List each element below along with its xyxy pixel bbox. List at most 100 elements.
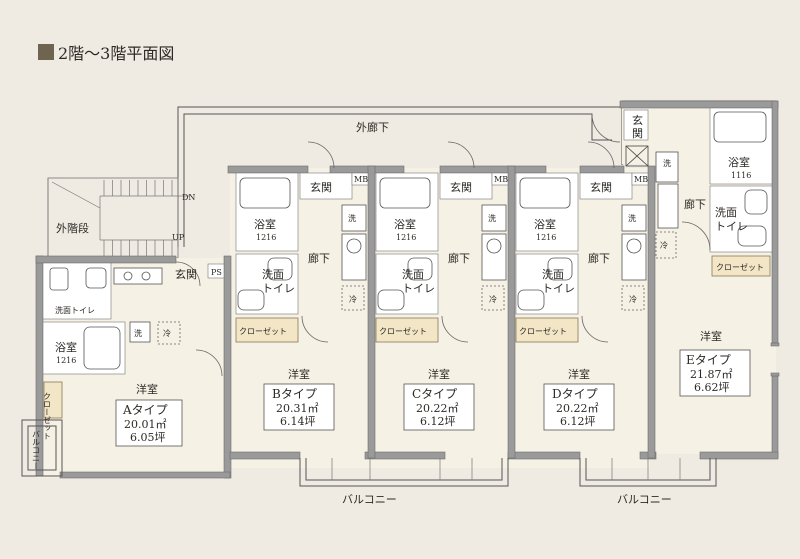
sink-a	[85, 267, 107, 289]
unit-a-ps: PS	[211, 268, 222, 277]
balcony-label-left: バルコニー	[342, 493, 397, 506]
unit-c-wash: 洗	[488, 213, 496, 223]
unit-c-area-tsubo: 6.12坪	[420, 415, 456, 428]
exterior-walls	[35, 100, 779, 479]
unit-b-hall: 廊下	[308, 251, 330, 265]
unit-a-entry: 玄関	[175, 267, 197, 281]
unit-e-area-tsubo: 6.62坪	[694, 381, 730, 394]
sink-e	[744, 189, 768, 215]
unit-a-info-box	[115, 399, 183, 447]
outer-stairs-label: 外階段	[56, 221, 89, 235]
bathtub-b	[239, 177, 291, 209]
unit-d-washroom-2: トイレ	[542, 282, 575, 295]
closet-a	[43, 381, 63, 419]
unit-c-hall: 廊下	[448, 251, 470, 265]
unit-e-info-box	[679, 349, 751, 397]
unit-a-bath-size: 1216	[56, 356, 76, 365]
unit-a-fridge: 冷	[163, 328, 171, 338]
balconies	[21, 419, 717, 487]
unit-b-closet: クローゼット	[239, 326, 287, 336]
unit-d-area-tsubo: 6.12坪	[560, 415, 596, 428]
unit-d-wash: 洗	[628, 213, 636, 223]
unit-e-entry-1: 玄	[632, 113, 643, 127]
unit-e-wash: 洗	[663, 158, 671, 168]
washer-a	[129, 321, 151, 343]
sink-d	[547, 257, 573, 281]
sink-c	[407, 257, 433, 281]
unit-e-room: 洋室	[700, 329, 722, 343]
unit-c-bath-size: 1216	[396, 233, 416, 242]
bathtub-c	[379, 177, 431, 209]
unit-b-washroom-2: トイレ	[262, 282, 295, 295]
unit-d-mb: MB	[634, 175, 648, 184]
unit-b-type: Bタイプ	[272, 387, 317, 401]
unit-b-area-tsubo: 6.14坪	[280, 415, 316, 428]
unit-e-washroom-1: 洗面	[715, 206, 737, 219]
unit-b-washroom-1: 洗面	[262, 268, 284, 281]
unit-e-type: Eタイプ	[686, 353, 731, 367]
unit-c-closet: クローゼット	[379, 326, 427, 336]
outer-stairs	[47, 177, 190, 262]
unit-b-entry: 玄関	[310, 180, 332, 194]
dn-label: DN	[182, 193, 195, 202]
title-square-icon	[38, 44, 54, 60]
unit-b: 浴室1216洗面トイレ玄関廊下洗冷クローゼット洋室Bタイプ20.31㎡6.14坪…	[235, 141, 369, 431]
unit-b-fridge: 冷	[349, 294, 357, 304]
unit-d-room: 洋室	[568, 367, 590, 381]
kitchen-b	[341, 204, 367, 232]
unit-a-wash: 洗	[134, 328, 142, 338]
unit-e-washroom-2: トイレ	[715, 220, 748, 233]
unit-d-bath-size: 1216	[536, 233, 556, 242]
up-label: UP	[172, 233, 185, 242]
unit-a-area-m2: 20.01㎡	[124, 418, 167, 431]
unit-c: 浴室1216洗面トイレ玄関廊下洗冷クローゼット洋室Cタイプ20.22㎡6.12坪…	[375, 141, 509, 431]
kitchen-c	[481, 204, 507, 232]
unit-e	[591, 107, 780, 397]
unit-e-fridge: 冷	[660, 240, 668, 250]
unit-e-entry-2: 関	[632, 127, 643, 140]
unit-b-bath: 浴室	[254, 217, 276, 231]
unit-e-closet: クローゼット	[716, 262, 764, 272]
unit-a-room: 洋室	[136, 382, 158, 396]
unit-d-fridge: 冷	[629, 294, 637, 304]
unit-e-bath: 浴室	[728, 155, 750, 169]
closet-d	[515, 317, 579, 343]
bathtub-e	[713, 111, 767, 143]
washer-e	[657, 183, 679, 229]
unit-c-washroom-2: トイレ	[402, 282, 435, 295]
unit-c-room: 洋室	[428, 367, 450, 381]
unit-c-entry: 玄関	[450, 180, 472, 194]
unit-d-washroom-1: 洗面	[542, 268, 564, 281]
bathtub-d	[519, 177, 571, 209]
unit-e-area-m2: 21.87㎡	[690, 368, 733, 381]
kitchen-d	[621, 204, 647, 232]
unit-e-hall: 廊下	[684, 197, 706, 211]
unit-d-entry: 玄関	[590, 180, 612, 194]
plan-title: 2階～3階平面図	[38, 40, 174, 64]
unit-d-info-box	[543, 383, 615, 431]
unit-c-fridge: 冷	[489, 294, 497, 304]
unit-d-hall: 廊下	[588, 251, 610, 265]
toilet-c	[377, 289, 405, 311]
unit-a-type: Aタイプ	[122, 403, 168, 417]
unit-a-washroom: 洗面トイレ	[55, 305, 95, 315]
sink-b	[267, 257, 293, 281]
unit-b-info-box	[263, 383, 335, 431]
balcony-label-a: バルコニー	[32, 430, 41, 470]
unit-b-bath-size: 1216	[256, 233, 276, 242]
unit-d-closet: クローゼット	[519, 326, 567, 336]
unit-e-bath-size: 1116	[731, 171, 751, 180]
unit-a-area-tsubo: 6.05坪	[130, 431, 166, 444]
unit-c-type: Cタイプ	[412, 387, 457, 401]
toilet-b	[237, 289, 265, 311]
toilet-e	[737, 225, 767, 247]
toilet-d	[517, 289, 545, 311]
unit-d-type: Dタイプ	[552, 387, 598, 401]
closet-c	[375, 317, 439, 343]
plan-title-text: 2階～3階平面図	[58, 44, 175, 63]
unit-d-bath: 浴室	[534, 217, 556, 231]
unit-a	[42, 261, 225, 419]
balcony-label-right: バルコニー	[617, 493, 672, 506]
bathtub-a	[83, 326, 121, 370]
